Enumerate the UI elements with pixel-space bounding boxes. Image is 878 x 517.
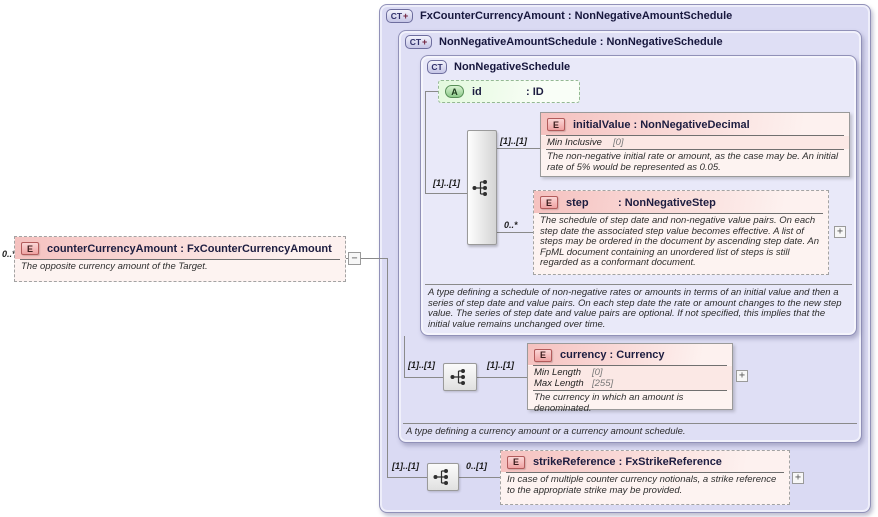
facet-row: Min Length [0] xyxy=(528,367,732,378)
element-countercurrencyamount[interactable]: E counterCurrencyAmount : FxCounterCurre… xyxy=(14,236,346,282)
collapse-toggle-icon[interactable]: − xyxy=(348,252,361,265)
ct-badge-label: CT xyxy=(409,37,422,47)
cardinality-label: 0..* xyxy=(504,220,518,230)
connector-line xyxy=(459,477,500,478)
element-icon: E xyxy=(21,242,39,255)
connector-line xyxy=(387,477,427,478)
cardinality-label: 0..* xyxy=(2,249,16,259)
sequence-icon xyxy=(450,369,465,385)
element-icon: E xyxy=(540,196,558,209)
cardinality-label: [1]..[1] xyxy=(487,360,514,370)
element-annotation: The schedule of step date and non-negati… xyxy=(540,215,820,268)
attribute-type: : ID xyxy=(526,85,544,98)
complex-type-icon: CT+ xyxy=(386,9,413,23)
cardinality-label: [1]..[1] xyxy=(500,136,527,146)
type-title: FxCounterCurrencyAmount : NonNegativeAmo… xyxy=(420,10,733,22)
cardinality-label: [1]..[1] xyxy=(433,178,460,188)
attribute-icon: A xyxy=(445,85,464,98)
attribute-id[interactable]: A id : ID xyxy=(438,80,580,103)
type-title: NonNegativeAmountSchedule : NonNegativeS… xyxy=(439,36,723,48)
sequence-icon xyxy=(472,179,487,196)
facet-value: [255] xyxy=(592,378,614,389)
facet-name: Min Length xyxy=(534,367,582,378)
facet-value: [0] xyxy=(592,367,603,378)
sequence-group[interactable] xyxy=(443,363,477,391)
ct-badge-label: CT xyxy=(390,11,403,21)
connector-line xyxy=(477,377,527,378)
cardinality-label: [1]..[1] xyxy=(392,461,419,471)
element-currency[interactable]: E currency : Currency Min Length [0] Max… xyxy=(527,343,733,413)
facet-row: Min Inclusive [0] xyxy=(541,137,849,148)
connector-line xyxy=(497,148,540,149)
connector-line xyxy=(425,193,467,194)
type-annotation: A type defining a schedule of non-negati… xyxy=(425,284,852,333)
connector-line xyxy=(404,336,405,377)
element-annotation: In case of multiple counter currency not… xyxy=(507,474,777,496)
plus-icon: + xyxy=(422,36,428,47)
facet-name: Max Length xyxy=(534,378,584,389)
expand-toggle-icon[interactable]: + xyxy=(792,472,804,484)
facet-value: [0] xyxy=(613,137,624,148)
divider xyxy=(546,135,844,136)
sequence-group[interactable] xyxy=(467,130,497,245)
element-title-row: E initialValue : NonNegativeDecimal xyxy=(541,113,849,135)
connector-line xyxy=(346,258,387,259)
facet-list: Min Length [0] Max Length [255] xyxy=(528,366,732,390)
element-title-row: E counterCurrencyAmount : FxCounterCurre… xyxy=(15,237,345,259)
connector-line xyxy=(425,91,438,92)
divider xyxy=(539,213,823,214)
element-step[interactable]: E step : NonNegativeStep The schedule of… xyxy=(533,190,829,275)
divider xyxy=(533,390,727,391)
cardinality-label: [1]..[1] xyxy=(408,360,435,370)
type-header-nonnegativeschedule[interactable]: CT NonNegativeSchedule xyxy=(427,60,570,74)
facet-name: Min Inclusive xyxy=(547,137,602,148)
element-annotation: The currency in which an amount is denom… xyxy=(534,392,684,414)
divider xyxy=(546,149,844,150)
sequence-icon xyxy=(433,469,448,485)
type-header-nonnegativeamountschedule[interactable]: CT+ NonNegativeAmountSchedule : NonNegat… xyxy=(405,35,723,49)
facet-list: Min Inclusive [0] xyxy=(541,136,849,149)
element-name: step xyxy=(566,196,589,209)
complex-type-icon: CT+ xyxy=(405,35,432,49)
cardinality-label: 0..[1] xyxy=(466,461,488,471)
element-annotation: The non-negative initial rate or amount,… xyxy=(547,151,839,173)
divider xyxy=(506,472,784,473)
element-initialvalue[interactable]: E initialValue : NonNegativeDecimal Min … xyxy=(540,112,850,177)
element-strikereference[interactable]: E strikeReference : FxStrikeReference In… xyxy=(500,450,790,505)
element-title: strikeReference : FxStrikeReference xyxy=(533,456,722,468)
element-type: : NonNegativeStep xyxy=(618,196,716,209)
ct-badge-label: CT xyxy=(431,62,443,72)
element-icon: E xyxy=(534,348,552,362)
element-icon: E xyxy=(547,118,565,131)
expand-toggle-icon[interactable]: + xyxy=(834,226,846,238)
element-title: counterCurrencyAmount : FxCounterCurrenc… xyxy=(47,242,332,255)
connector-line xyxy=(425,91,426,193)
attribute-name: id xyxy=(472,85,482,98)
element-title-row: E currency : Currency xyxy=(528,344,732,365)
plus-icon: + xyxy=(403,10,409,21)
connector-line xyxy=(404,377,443,378)
element-title-row: E strikeReference : FxStrikeReference xyxy=(501,451,789,472)
divider xyxy=(20,259,340,260)
sequence-group[interactable] xyxy=(427,463,459,491)
element-title: currency : Currency xyxy=(560,349,665,361)
element-title-row: E step : NonNegativeStep xyxy=(534,191,828,213)
element-icon: E xyxy=(507,455,525,469)
expand-toggle-icon[interactable]: + xyxy=(736,370,748,382)
type-annotation: A type defining a currency amount or a c… xyxy=(403,422,857,441)
complex-type-icon: CT xyxy=(427,60,447,74)
connector-line xyxy=(387,258,388,477)
element-title: initialValue : NonNegativeDecimal xyxy=(573,118,750,131)
connector-line xyxy=(497,232,533,233)
facet-row: Max Length [255] xyxy=(528,378,732,389)
type-title: NonNegativeSchedule xyxy=(454,61,571,73)
divider xyxy=(533,365,727,366)
element-annotation: The opposite currency amount of the Targ… xyxy=(21,261,208,272)
type-header-fxcountercurrencyamount[interactable]: CT+ FxCounterCurrencyAmount : NonNegativ… xyxy=(386,9,732,23)
